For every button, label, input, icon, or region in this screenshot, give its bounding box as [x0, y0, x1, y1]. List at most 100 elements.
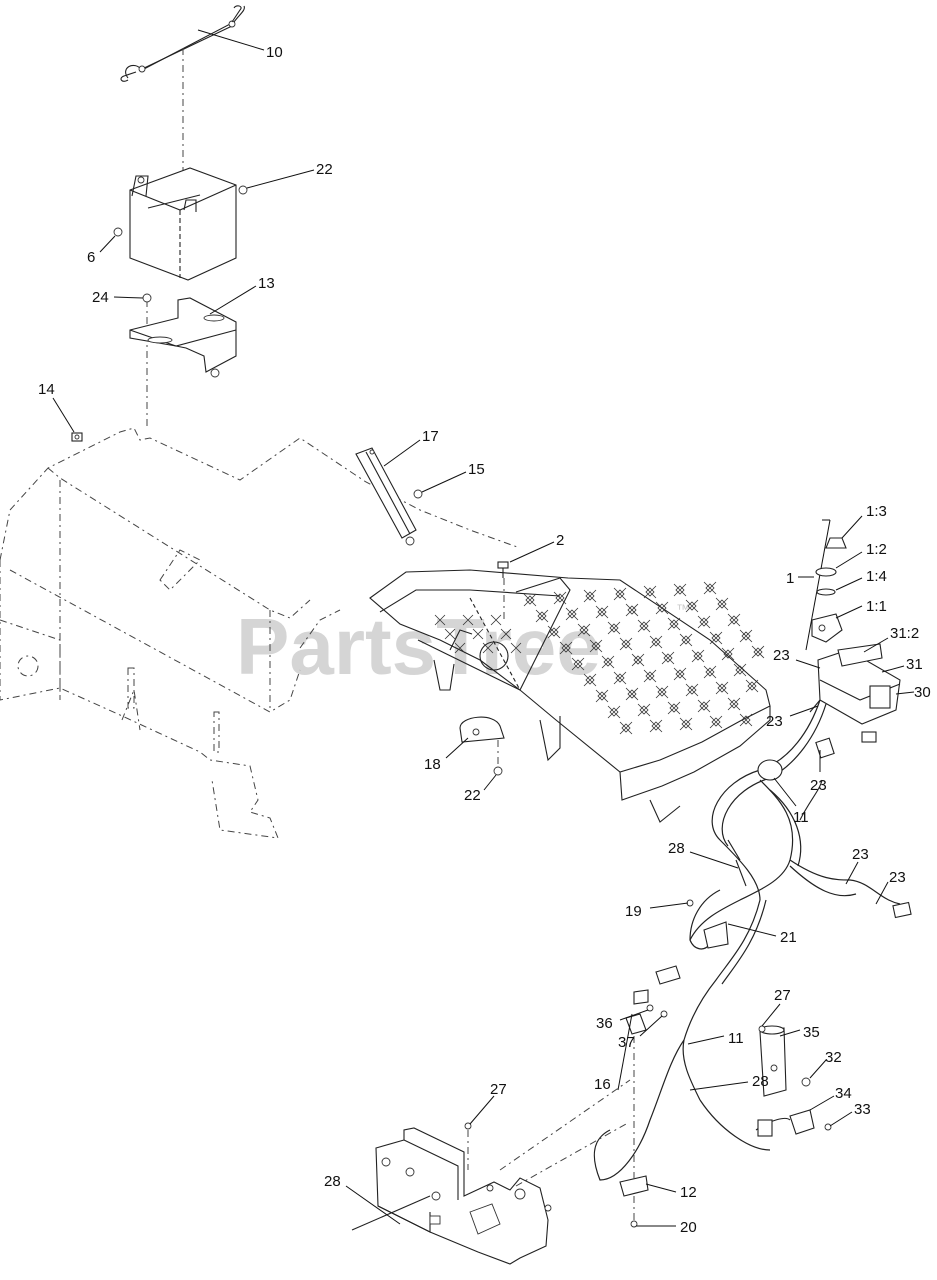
callout-label: 28 — [752, 1073, 769, 1090]
callout-label: 11 — [728, 1030, 744, 1047]
platform-hole — [625, 687, 639, 701]
callout-label: 24 — [92, 289, 109, 306]
callout-31-2: 31:2 — [863, 625, 919, 653]
platform-hole — [444, 628, 456, 640]
part-lower-bracket — [375, 1127, 552, 1265]
platform-hole — [655, 601, 669, 615]
platform-hole — [739, 629, 753, 643]
callout-1-1: 1:1 — [835, 598, 887, 619]
callout-label: 31 — [906, 656, 923, 673]
part-bolt-6 — [113, 227, 123, 237]
callout-19: 19 — [625, 902, 689, 920]
callout-label: 10 — [266, 44, 283, 61]
callout-27-right: 27 — [761, 987, 791, 1027]
platform-hole — [679, 717, 693, 731]
callout-label: 1:4 — [866, 568, 887, 585]
platform-hole — [727, 697, 741, 711]
part-nut-22 — [238, 185, 248, 195]
platform-hole — [739, 713, 753, 727]
platform-hole — [607, 621, 621, 635]
platform-hole — [490, 614, 502, 626]
platform-hole — [607, 705, 621, 719]
callout-label: 33 — [854, 1101, 871, 1118]
part-clip-12 — [619, 1175, 649, 1197]
platform-hole — [649, 719, 663, 733]
part-32 — [801, 1077, 811, 1087]
callout-label: 13 — [258, 275, 275, 292]
callout-1-3: 1:3 — [841, 503, 887, 539]
part-nut-15 — [413, 489, 423, 499]
part-nut-22b — [493, 766, 503, 776]
callout-label: 23 — [810, 777, 827, 794]
callout-label: 34 — [835, 1085, 852, 1102]
platform-hole — [510, 642, 522, 654]
callout-30: 30 — [895, 684, 931, 701]
callout-14: 14 — [38, 381, 75, 433]
callout-20: 20 — [636, 1219, 697, 1236]
platform-hole — [643, 669, 657, 683]
callout-label: 19 — [625, 903, 642, 920]
platform-hole — [685, 683, 699, 697]
platform-hole — [454, 642, 466, 654]
part-37 — [660, 1010, 668, 1018]
part-control-panel — [809, 643, 901, 725]
callout-22-top: 22 — [246, 161, 333, 189]
part-cable-28 — [351, 1195, 431, 1231]
platform-hole — [637, 619, 651, 633]
part-20 — [630, 1220, 638, 1228]
callout-23-c: 23 — [810, 750, 827, 794]
callout-label: 22 — [464, 787, 481, 804]
platform-hole — [601, 655, 615, 669]
platform-hole — [472, 628, 484, 640]
callout-label: 28 — [324, 1173, 341, 1190]
platform-hole — [613, 671, 627, 685]
callout-label: 23 — [852, 846, 869, 863]
platform-hole-grid — [434, 581, 765, 735]
callout-10: 10 — [197, 29, 283, 61]
callout-label: 1:1 — [866, 598, 887, 615]
part-battery-tray — [129, 297, 237, 378]
platform-hole — [565, 607, 579, 621]
callout-32: 32 — [809, 1049, 842, 1079]
part-27a — [758, 1025, 766, 1033]
callout-34: 34 — [809, 1085, 852, 1111]
callout-16: 16 — [594, 1013, 633, 1093]
watermark-text: PartsTree — [236, 602, 601, 691]
part-battery — [129, 167, 237, 281]
callout-label: 20 — [680, 1219, 697, 1236]
platform-hole — [697, 699, 711, 713]
callout-label: 21 — [780, 929, 797, 946]
callout-label: 2 — [556, 532, 564, 549]
platform-hole — [655, 685, 669, 699]
platform-hole — [631, 653, 645, 667]
callout-label: 32 — [825, 1049, 842, 1066]
platform-hole — [637, 703, 651, 717]
callout-18: 18 — [424, 737, 469, 773]
callout-31: 31 — [881, 656, 923, 673]
platform-hole — [709, 631, 723, 645]
callout-2: 2 — [509, 532, 564, 563]
platform-hole — [673, 583, 687, 597]
callout-label: 12 — [680, 1184, 697, 1201]
platform-hole — [661, 651, 675, 665]
callout-23-e: 23 — [875, 869, 906, 905]
part-battery-strap — [120, 5, 245, 82]
callout-22-mid: 22 — [464, 774, 497, 804]
platform-hole — [571, 657, 585, 671]
callout-label: 31:2 — [890, 625, 919, 642]
part-key-switch-assembly — [805, 519, 847, 651]
callout-label: 35 — [803, 1024, 820, 1041]
platform-hole — [500, 628, 512, 640]
platform-hole — [547, 625, 561, 639]
callout-label: 1 — [786, 570, 794, 587]
callout-label: 6 — [87, 249, 95, 266]
platform-hole — [613, 587, 627, 601]
callout-label: 28 — [668, 840, 685, 857]
callout-28-b: 28 — [689, 1073, 769, 1091]
part-chassis-frame — [0, 427, 521, 839]
callout-28-c: 28 — [324, 1173, 401, 1225]
callout-label: 11 — [793, 809, 809, 826]
platform-hole — [715, 681, 729, 695]
platform-hole — [589, 639, 603, 653]
callout-17: 17 — [383, 428, 439, 467]
